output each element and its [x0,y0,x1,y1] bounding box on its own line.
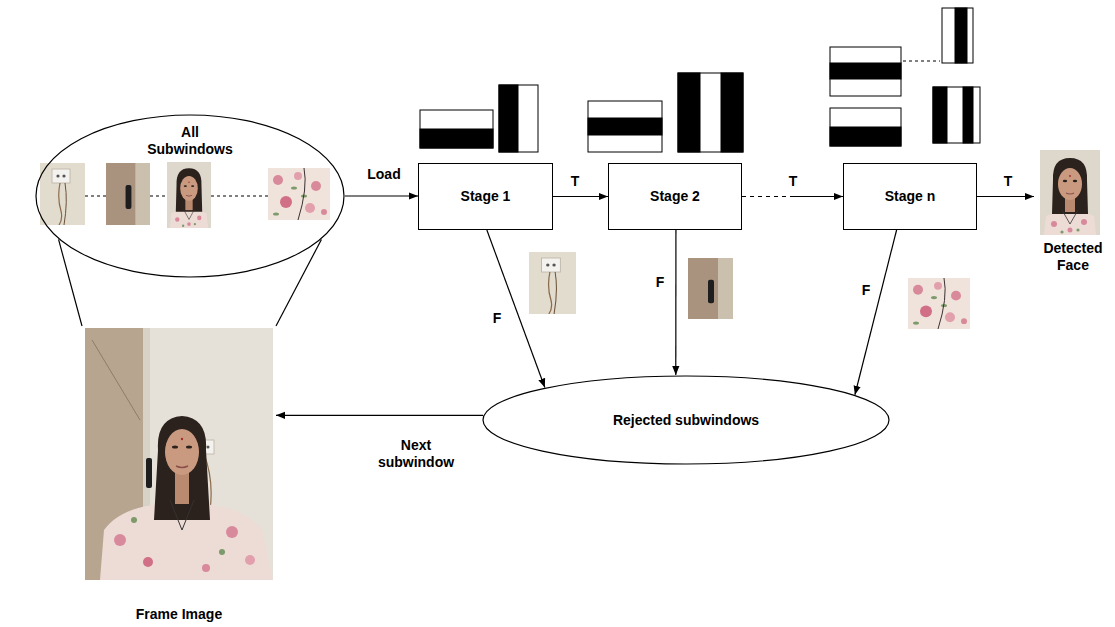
image-caption: Frame Image [82,326,276,624]
edge-label: T [787,173,800,190]
detected-face-photo [1040,150,1100,235]
subwindow-thumbnails [40,162,330,228]
edge-label: F [860,282,873,299]
node-label: Stage 2 [650,188,700,205]
ellipse-node: All Subwindows [35,114,345,278]
connector [276,239,321,326]
connector [553,196,608,197]
node-label: Detected Face [1034,240,1112,274]
node-label: All Subwindows [142,124,238,158]
edge-label: Next subwindow [369,437,463,471]
stage-box: Stage n [843,163,977,230]
stage-box: Stage 2 [608,163,742,230]
connector [855,230,897,395]
connector [487,230,545,388]
connector [977,196,1034,197]
edge-label: F [654,274,667,291]
edge-label: T [569,173,582,190]
edge-label: T [1002,173,1015,190]
connector [742,196,843,197]
edge-label: Load [365,166,402,183]
edge-label: F [491,310,504,327]
node-label: Rejected subwindows [613,412,759,429]
connector [345,195,418,196]
ellipse-node: Rejected subwindows [482,375,890,465]
connector [276,415,483,416]
node-label: Frame Image [136,606,222,623]
stage-box: Stage 1 [418,163,553,230]
node-label: Stage 1 [461,188,511,205]
frame-photo [85,328,273,580]
haar-features [420,8,980,152]
image-caption: Detected Face [1034,150,1112,275]
connector [675,230,676,375]
rejected-thumbnails [529,252,970,329]
node-label: Stage n [885,188,936,205]
